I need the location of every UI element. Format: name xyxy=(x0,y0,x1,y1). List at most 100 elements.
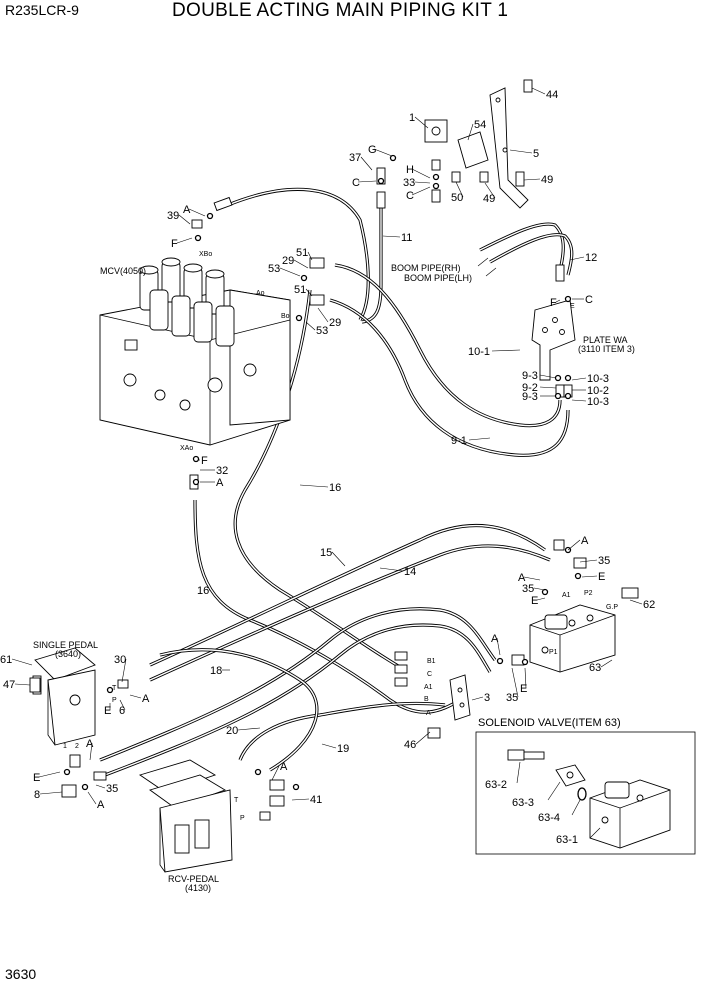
part-callout: E xyxy=(598,571,605,583)
solenoid-inset: SOLENOID VALVE(ITEM 63) 63-2 63-3 63-4 6… xyxy=(475,717,696,855)
callout-leader xyxy=(305,288,313,297)
part-callout: 5 xyxy=(533,148,539,160)
port-label: Bo xyxy=(281,313,290,320)
label-single-pedal-ref: (3640) xyxy=(55,649,81,659)
part-callout: 35 xyxy=(522,583,534,595)
block-3 xyxy=(449,674,471,721)
main-control-valve xyxy=(99,257,291,446)
label-boom-rh: BOOM PIPE(RH) xyxy=(391,263,461,273)
part-callout: F xyxy=(201,455,208,467)
part-callout: C xyxy=(352,177,360,189)
part-callout: 9-3 xyxy=(522,391,538,403)
port-label: XAo xyxy=(180,445,193,452)
label-63-3: 63-3 xyxy=(512,797,534,809)
callout-leader xyxy=(373,148,393,157)
part-callout: 35 xyxy=(106,783,118,795)
callout-leader xyxy=(305,321,316,331)
plate-wa xyxy=(531,299,576,381)
callout-leader xyxy=(176,237,193,244)
port-label: T xyxy=(112,685,117,692)
callout-leader xyxy=(415,731,431,745)
part-callout: E xyxy=(33,772,40,784)
port-label: A xyxy=(426,710,431,717)
part-callout: 30 xyxy=(114,654,126,666)
port-label: E xyxy=(570,303,575,310)
label-63-4: 63-4 xyxy=(538,812,560,824)
part-callout: 9-2 xyxy=(522,382,538,394)
part-callout: A xyxy=(518,572,526,584)
label-plate-ref: (3110 ITEM 3) xyxy=(578,344,635,354)
callout-leader xyxy=(87,791,97,805)
port-label: A1 xyxy=(562,592,571,599)
part-callout: C xyxy=(406,190,414,202)
callout-leader xyxy=(129,694,142,699)
port-label: G.P xyxy=(606,604,618,611)
page-title: DOUBLE ACTING MAIN PIPING KIT 1 xyxy=(172,0,509,21)
part-callout: 41 xyxy=(310,794,322,806)
callout-leader xyxy=(509,149,533,154)
part-callout: A xyxy=(216,477,224,489)
part-callout: 11 xyxy=(401,232,412,244)
callout-leader xyxy=(271,765,280,781)
part-callout: 3 xyxy=(484,692,490,704)
callout-leader xyxy=(467,123,474,141)
callout-leader xyxy=(307,251,313,261)
part-callout: A xyxy=(183,204,191,216)
spool-caps xyxy=(139,257,235,347)
part-callout: A xyxy=(86,738,94,750)
callout-leader xyxy=(188,208,206,217)
port-label: P xyxy=(112,697,117,704)
callout-leader xyxy=(511,667,519,698)
callout-leader xyxy=(178,214,191,225)
callout-leader xyxy=(581,575,598,578)
part-callout: 18 xyxy=(210,665,222,677)
callout-leader xyxy=(331,551,346,567)
port-label: P xyxy=(240,815,245,822)
part-callout: F xyxy=(550,297,557,309)
rcv-pedal xyxy=(138,759,233,873)
part-callout: 9-1 xyxy=(451,435,467,447)
part-callout: E xyxy=(531,595,538,607)
callout-leader xyxy=(414,116,429,129)
port-label: Ao xyxy=(256,290,265,297)
callout-leader xyxy=(496,637,501,656)
callout-leader xyxy=(89,742,93,761)
port-label: B xyxy=(424,696,429,703)
callout-leader xyxy=(533,587,546,591)
part-callout: C xyxy=(585,294,593,306)
part-callout: A xyxy=(97,799,105,811)
part-callout: 49 xyxy=(483,193,495,205)
port-label: C xyxy=(427,671,432,678)
callout-leader xyxy=(491,349,521,352)
model-code: R235LCR-9 xyxy=(5,2,79,18)
part-callout: A xyxy=(280,761,288,773)
callout-leader xyxy=(11,658,33,666)
part-callout: 53 xyxy=(316,325,328,337)
port-label: A1 xyxy=(424,684,433,691)
callout-leader xyxy=(382,235,401,238)
part-callout: 46 xyxy=(404,739,416,751)
callout-leader xyxy=(539,386,557,389)
callout-leader xyxy=(555,299,561,303)
callout-leader xyxy=(600,659,613,668)
part-callout: 10-3 xyxy=(587,373,609,385)
part-callout: 53 xyxy=(268,263,280,275)
port-label: P1 xyxy=(549,649,558,656)
callout-leader xyxy=(523,576,541,581)
callout-leader xyxy=(571,377,587,381)
port-label: B1 xyxy=(427,658,436,665)
port-label: P2 xyxy=(584,590,593,597)
part-callout: 29 xyxy=(282,255,294,267)
part-callout: 10-3 xyxy=(587,396,609,408)
part-callout: 10-1 xyxy=(468,346,490,358)
part-callout: 61 xyxy=(0,654,12,666)
part-callout: 8 xyxy=(34,789,40,801)
part-callout: 62 xyxy=(643,599,655,611)
part-callout: 50 xyxy=(451,192,463,204)
callout-leader xyxy=(411,168,431,179)
part-callout: 35 xyxy=(506,692,518,704)
part-callout: H xyxy=(406,164,414,176)
part-callout: 37 xyxy=(349,152,361,164)
